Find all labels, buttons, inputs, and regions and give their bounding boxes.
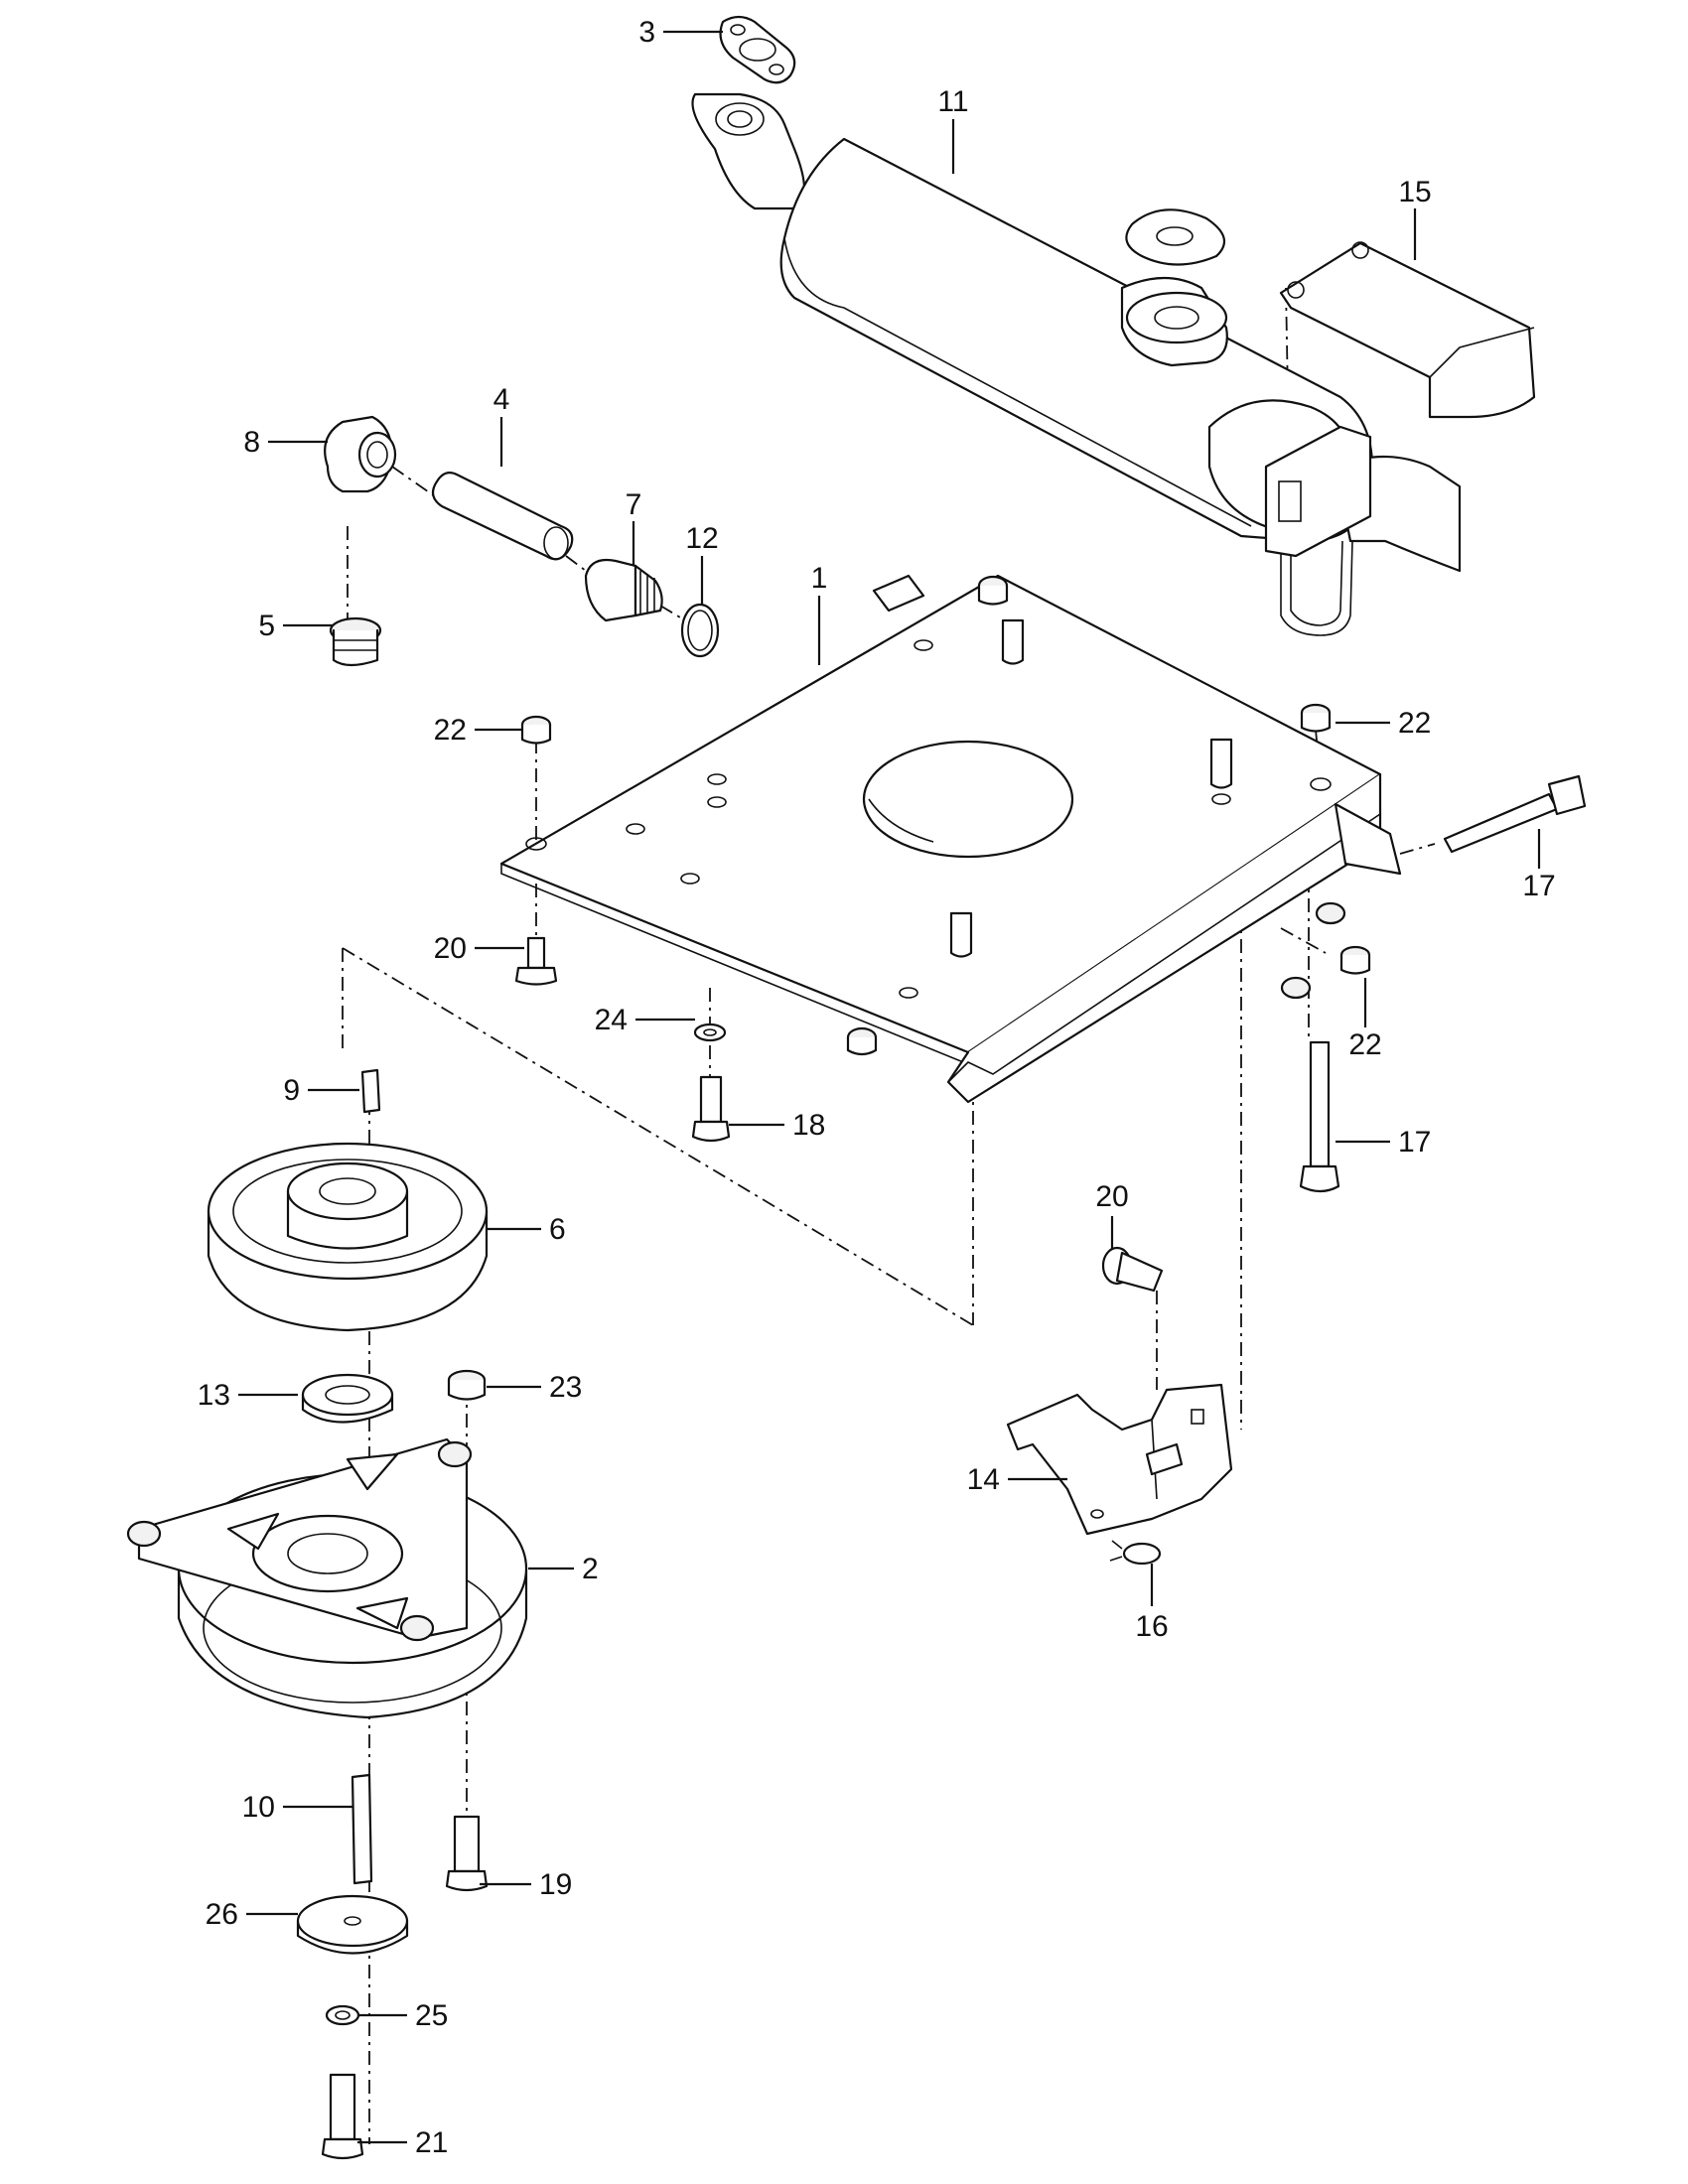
callout-7: 7 xyxy=(626,488,642,521)
part-8-elbow-fitting xyxy=(324,415,397,493)
part-6-pulley xyxy=(207,1142,489,1332)
part-14-bracket xyxy=(1006,1383,1233,1536)
part-17-bolts xyxy=(1299,774,1587,1193)
part-13-spacer xyxy=(301,1373,394,1424)
callout-3: 3 xyxy=(638,16,655,49)
callout-22-right: 22 xyxy=(1398,707,1431,740)
part-1-mounting-plate xyxy=(499,574,1402,1104)
callout-26: 26 xyxy=(206,1898,238,1931)
part-23-nut xyxy=(447,1369,487,1401)
callout-2: 2 xyxy=(582,1553,599,1585)
flange-nut-side xyxy=(1280,901,1346,1000)
callout-5: 5 xyxy=(258,610,275,642)
callout-9: 9 xyxy=(283,1074,300,1107)
callout-4: 4 xyxy=(493,383,510,416)
flange-nut-right xyxy=(1300,703,1332,733)
part-4-pipe-nipple xyxy=(431,472,574,561)
flange-nut-left xyxy=(520,715,552,745)
part-24-washer xyxy=(693,1023,727,1042)
callout-20-upper: 20 xyxy=(434,932,467,965)
bolt-horizontal xyxy=(1443,774,1587,854)
callout-22-lower: 22 xyxy=(1348,1028,1381,1061)
callout-1: 1 xyxy=(811,562,828,595)
part-15-heat-shield xyxy=(1279,241,1536,419)
callout-15: 15 xyxy=(1398,176,1431,208)
callout-16: 16 xyxy=(1135,1610,1168,1643)
callout-25: 25 xyxy=(415,1999,448,2032)
callout-6: 6 xyxy=(549,1213,566,1246)
callout-22-left: 22 xyxy=(434,714,467,747)
part-25-lock-washer xyxy=(325,2004,360,2026)
callout-19: 19 xyxy=(539,1868,572,1901)
callout-leaders xyxy=(238,30,1541,2144)
part-5-drain-plug xyxy=(329,616,382,667)
callout-17-upper: 17 xyxy=(1522,870,1555,902)
part-26-large-washer xyxy=(296,1894,409,1955)
part-11-muffler xyxy=(691,92,1462,636)
part-18-bolt xyxy=(691,1075,731,1143)
callout-13: 13 xyxy=(198,1379,230,1412)
callout-21: 21 xyxy=(415,2126,448,2159)
callout-17-lower: 17 xyxy=(1398,1126,1431,1159)
part-3-gasket xyxy=(719,15,796,84)
flange-nut-lower xyxy=(1339,945,1371,975)
part-21-bolt xyxy=(321,2073,364,2160)
callout-18: 18 xyxy=(792,1109,825,1142)
part-9-key xyxy=(360,1068,381,1114)
part-12-o-ring xyxy=(680,603,720,658)
callout-12: 12 xyxy=(685,522,718,555)
callout-20-lower: 20 xyxy=(1095,1180,1128,1213)
part-7-adapter-fitting xyxy=(584,558,663,622)
part-2-electric-clutch xyxy=(126,1437,528,1719)
callout-8: 8 xyxy=(243,426,260,459)
part-10-key xyxy=(351,1773,373,1885)
callout-11: 11 xyxy=(937,85,968,118)
callout-24: 24 xyxy=(595,1004,628,1036)
part-16-clip xyxy=(1109,1540,1162,1566)
callout-14: 14 xyxy=(967,1463,1000,1496)
callout-23: 23 xyxy=(549,1371,582,1404)
part-20-carriage-bolt-lower xyxy=(1101,1246,1164,1293)
part-22-flange-nuts xyxy=(520,703,1371,1000)
part-19-bolt xyxy=(445,1815,489,1892)
callout-labels: 3 11 15 8 4 7 12 5 1 22 22 17 20 22 24 1… xyxy=(198,16,1556,2159)
assembly-center-lines xyxy=(342,287,1436,2144)
callout-10: 10 xyxy=(242,1791,275,1824)
part-20-carriage-bolt-upper xyxy=(514,936,558,986)
bolt-vertical xyxy=(1299,1040,1340,1193)
